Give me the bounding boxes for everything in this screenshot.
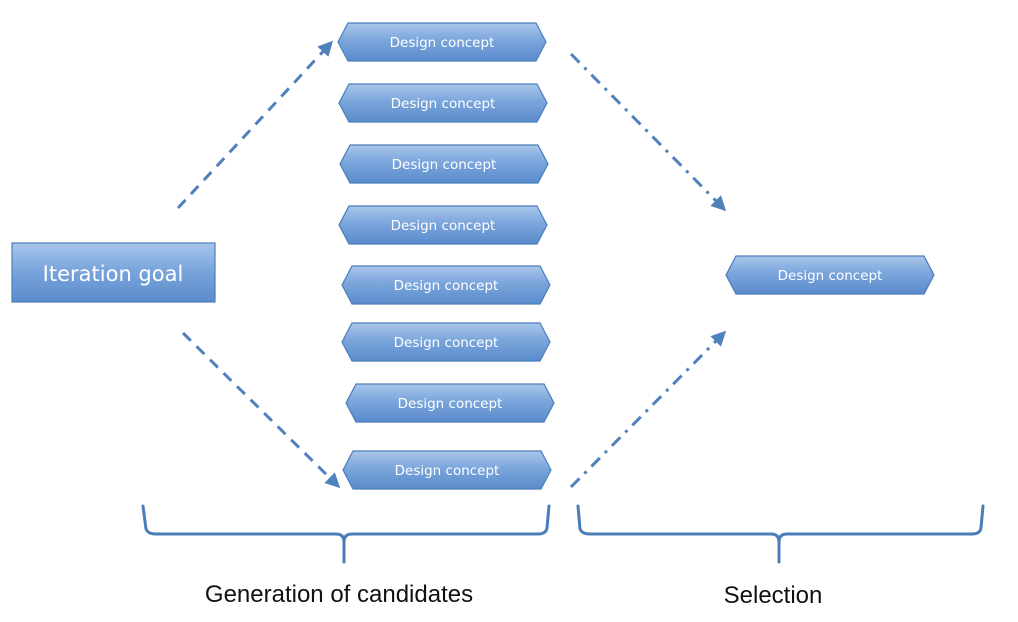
candidate-concept-label: Design concept bbox=[391, 96, 496, 112]
iteration-goal-box: Iteration goal bbox=[11, 242, 216, 303]
candidate-concept-label: Design concept bbox=[390, 35, 495, 51]
candidate-concept: Design concept bbox=[341, 265, 551, 305]
candidate-concept: Design concept bbox=[341, 322, 551, 362]
candidate-concept-label: Design concept bbox=[394, 335, 499, 351]
candidate-concept: Design concept bbox=[338, 205, 548, 245]
selection-brace bbox=[576, 504, 985, 564]
selection-phase-label: Selection bbox=[724, 582, 823, 609]
arrow-top-candidate-to-selection bbox=[569, 52, 727, 212]
generation-phase-label: Generation of candidates bbox=[205, 581, 473, 608]
arrow-bottom-candidate-to-selection bbox=[569, 330, 727, 489]
candidate-concept: Design concept bbox=[345, 383, 555, 423]
arrow-goal-to-bottom-candidate bbox=[181, 331, 341, 489]
selected-concept-label: Design concept bbox=[778, 268, 883, 284]
candidate-concepts: Design concept Design concept Design con… bbox=[337, 22, 555, 490]
candidate-concept: Design concept bbox=[342, 450, 552, 490]
candidate-concept: Design concept bbox=[337, 22, 547, 62]
generation-brace bbox=[141, 504, 551, 564]
candidate-concept-label: Design concept bbox=[392, 157, 497, 173]
candidate-concept: Design concept bbox=[339, 144, 549, 184]
candidate-concept-label: Design concept bbox=[395, 463, 500, 479]
arrow-goal-to-top-candidate bbox=[176, 40, 334, 210]
candidate-concept: Design concept bbox=[338, 83, 548, 123]
candidate-concept-label: Design concept bbox=[398, 396, 503, 412]
candidate-concept-label: Design concept bbox=[391, 218, 496, 234]
selected-concept: Design concept bbox=[725, 255, 935, 295]
candidate-concept-label: Design concept bbox=[394, 278, 499, 294]
iteration-goal-label: Iteration goal bbox=[43, 262, 184, 286]
